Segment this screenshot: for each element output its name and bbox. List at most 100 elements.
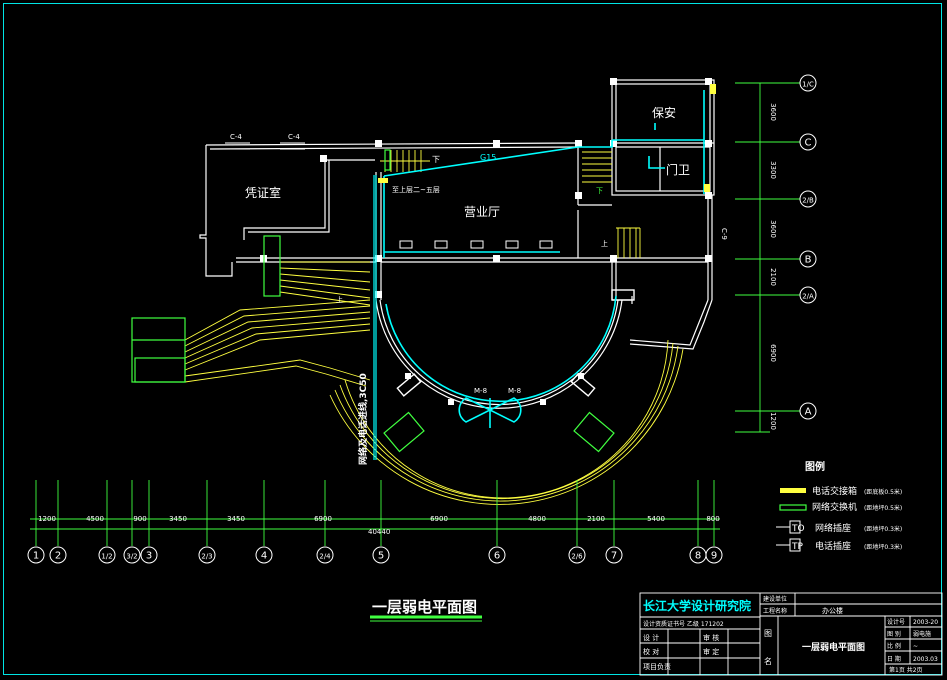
bottom-dim-lines [30,518,720,530]
stair-down-b: 下 [596,187,603,195]
axis-label: 8 [695,551,701,562]
tb-scale-label: 比 例 [887,642,901,650]
axis-bubble-bottom: 2/6 [568,546,586,564]
tb-sheet: 第1页 共2页 [889,666,923,674]
dim-text-bottom: 4500 [86,515,104,523]
green-elements [131,149,615,453]
axis-bubble-bottom: 3/2 [123,546,141,564]
axis-bubble-bottom: 6 [488,546,506,564]
axis-label: 1/2 [101,553,112,561]
dim-text-right: 3600 [769,103,777,121]
cable-label-g15: G15 [480,153,496,162]
axis-bubble-bottom: 4 [255,546,273,564]
revolving-doors [458,397,522,428]
axis-label: 1/C [802,81,814,89]
room-security: 保安 [652,105,676,120]
axis-label: C [805,138,812,149]
hall-outlets [399,240,553,249]
drawing-frame [3,3,942,675]
axis-label: 3/2 [126,553,137,561]
dim-text-bottom: 4800 [528,515,546,523]
axis-label: 7 [611,551,617,562]
axis-bubble-bottom: 5 [372,546,390,564]
structural-columns [260,78,712,405]
tb-cat-value: 弱电施 [913,630,931,638]
cable-entry-label: 网络及电话进线,3C50 [357,373,369,465]
tb-drawing-label: 图 [764,629,772,638]
dim-text-bottom: 6900 [430,515,448,523]
axis-bubble-bottom: 1 [27,546,45,564]
stair-up-a: 上 [601,239,608,248]
dim-text-right: 1200 [769,412,777,430]
title-block [639,592,943,676]
axis-bubble-right: 1/C [799,74,817,92]
window-label-c9: C-9 [720,228,728,240]
axis-label: B [805,255,812,266]
entrance-ramp [184,299,371,387]
axis-label: 1 [33,551,39,562]
axis-bubble-right: 2/A [799,286,817,304]
dim-text-bottom: 800 [706,515,719,523]
window-label-c4-right: C-4 [288,133,300,141]
dim-text-bottom: 5400 [647,515,665,523]
legend-swatch-switch [779,504,807,511]
tb-project-label: 工程名称 [763,607,787,615]
riser-label: 至上层二~五层 [392,185,440,194]
tb-lead: 项目负责 [643,662,671,671]
axis-bubble-bottom: 8 [689,546,707,564]
cable-runs [373,90,705,460]
axis-bubble-right: B [799,250,817,268]
axis-label: 2 [55,551,61,562]
axis-bubble-bottom: 9 [705,546,723,564]
axis-label: 2/4 [319,553,331,561]
tb-check: 校 对 [643,647,659,656]
legend-note-phone-box: (距底板0.5米) [864,488,902,496]
dim-text-bottom: 6900 [314,515,332,523]
axis-bubble-bottom: 1/2 [98,546,116,564]
tb-cat-label: 图 别 [887,630,901,638]
building-walls [199,79,715,409]
room-guard: 门卫 [666,162,690,177]
tb-scale-value: ~ [913,643,918,650]
stair-up-b: 上 [336,295,343,304]
axis-bubble-bottom: 7 [605,546,623,564]
stair-down-a: 下 [432,155,440,164]
legend-label-phone-box: 电话交接箱 [812,485,857,497]
tb-date-label: 日 期 [887,655,901,663]
tb-approve: 审 定 [703,647,719,656]
arc-door-blocks [396,289,635,397]
dim-text-bottom: 900 [133,515,146,523]
stairs [279,150,684,505]
dim-text-right: 3600 [769,220,777,238]
window-label-c4-left: C-4 [230,133,242,141]
axis-label: 3 [146,551,152,562]
axis-label: 9 [711,551,717,562]
dim-text-right: 2100 [769,268,777,286]
axis-bubble-bottom: 2/4 [316,546,334,564]
tb-name-label: 名 [764,656,772,666]
dim-text-bottom: 3450 [227,515,245,523]
axis-label: 2/B [802,197,814,205]
axis-label: A [805,407,812,418]
tb-institute: 长江大学设计研究院 [643,598,751,613]
dim-text-bottom: 3450 [169,515,187,523]
axis-label: 2/6 [571,553,583,561]
axis-bubble-bottom: 2 [49,546,67,564]
legend-symbol-tp: TP [791,542,803,552]
legend-swatch-phone-box [780,488,806,493]
dim-text-bottom: 1200 [38,515,56,523]
legend-note-switch: (距地坪0.5米) [864,504,902,512]
windows-top [225,142,305,150]
tb-client-label: 建设单位 [763,595,787,603]
axis-bubble-bottom: 2/3 [198,546,216,564]
right-axis-markers: 1/C C 2/B B 2/A A [799,74,817,420]
dim-text-bottom: 2100 [587,515,605,523]
legend-title: 图例 [805,460,825,473]
axis-bubble-right: A [799,402,817,420]
axis-label: 5 [378,551,384,562]
legend-label-phone-socket: 电话插座 [815,540,851,552]
legend-note-phone-socket: (距地坪0.3米) [864,543,902,551]
